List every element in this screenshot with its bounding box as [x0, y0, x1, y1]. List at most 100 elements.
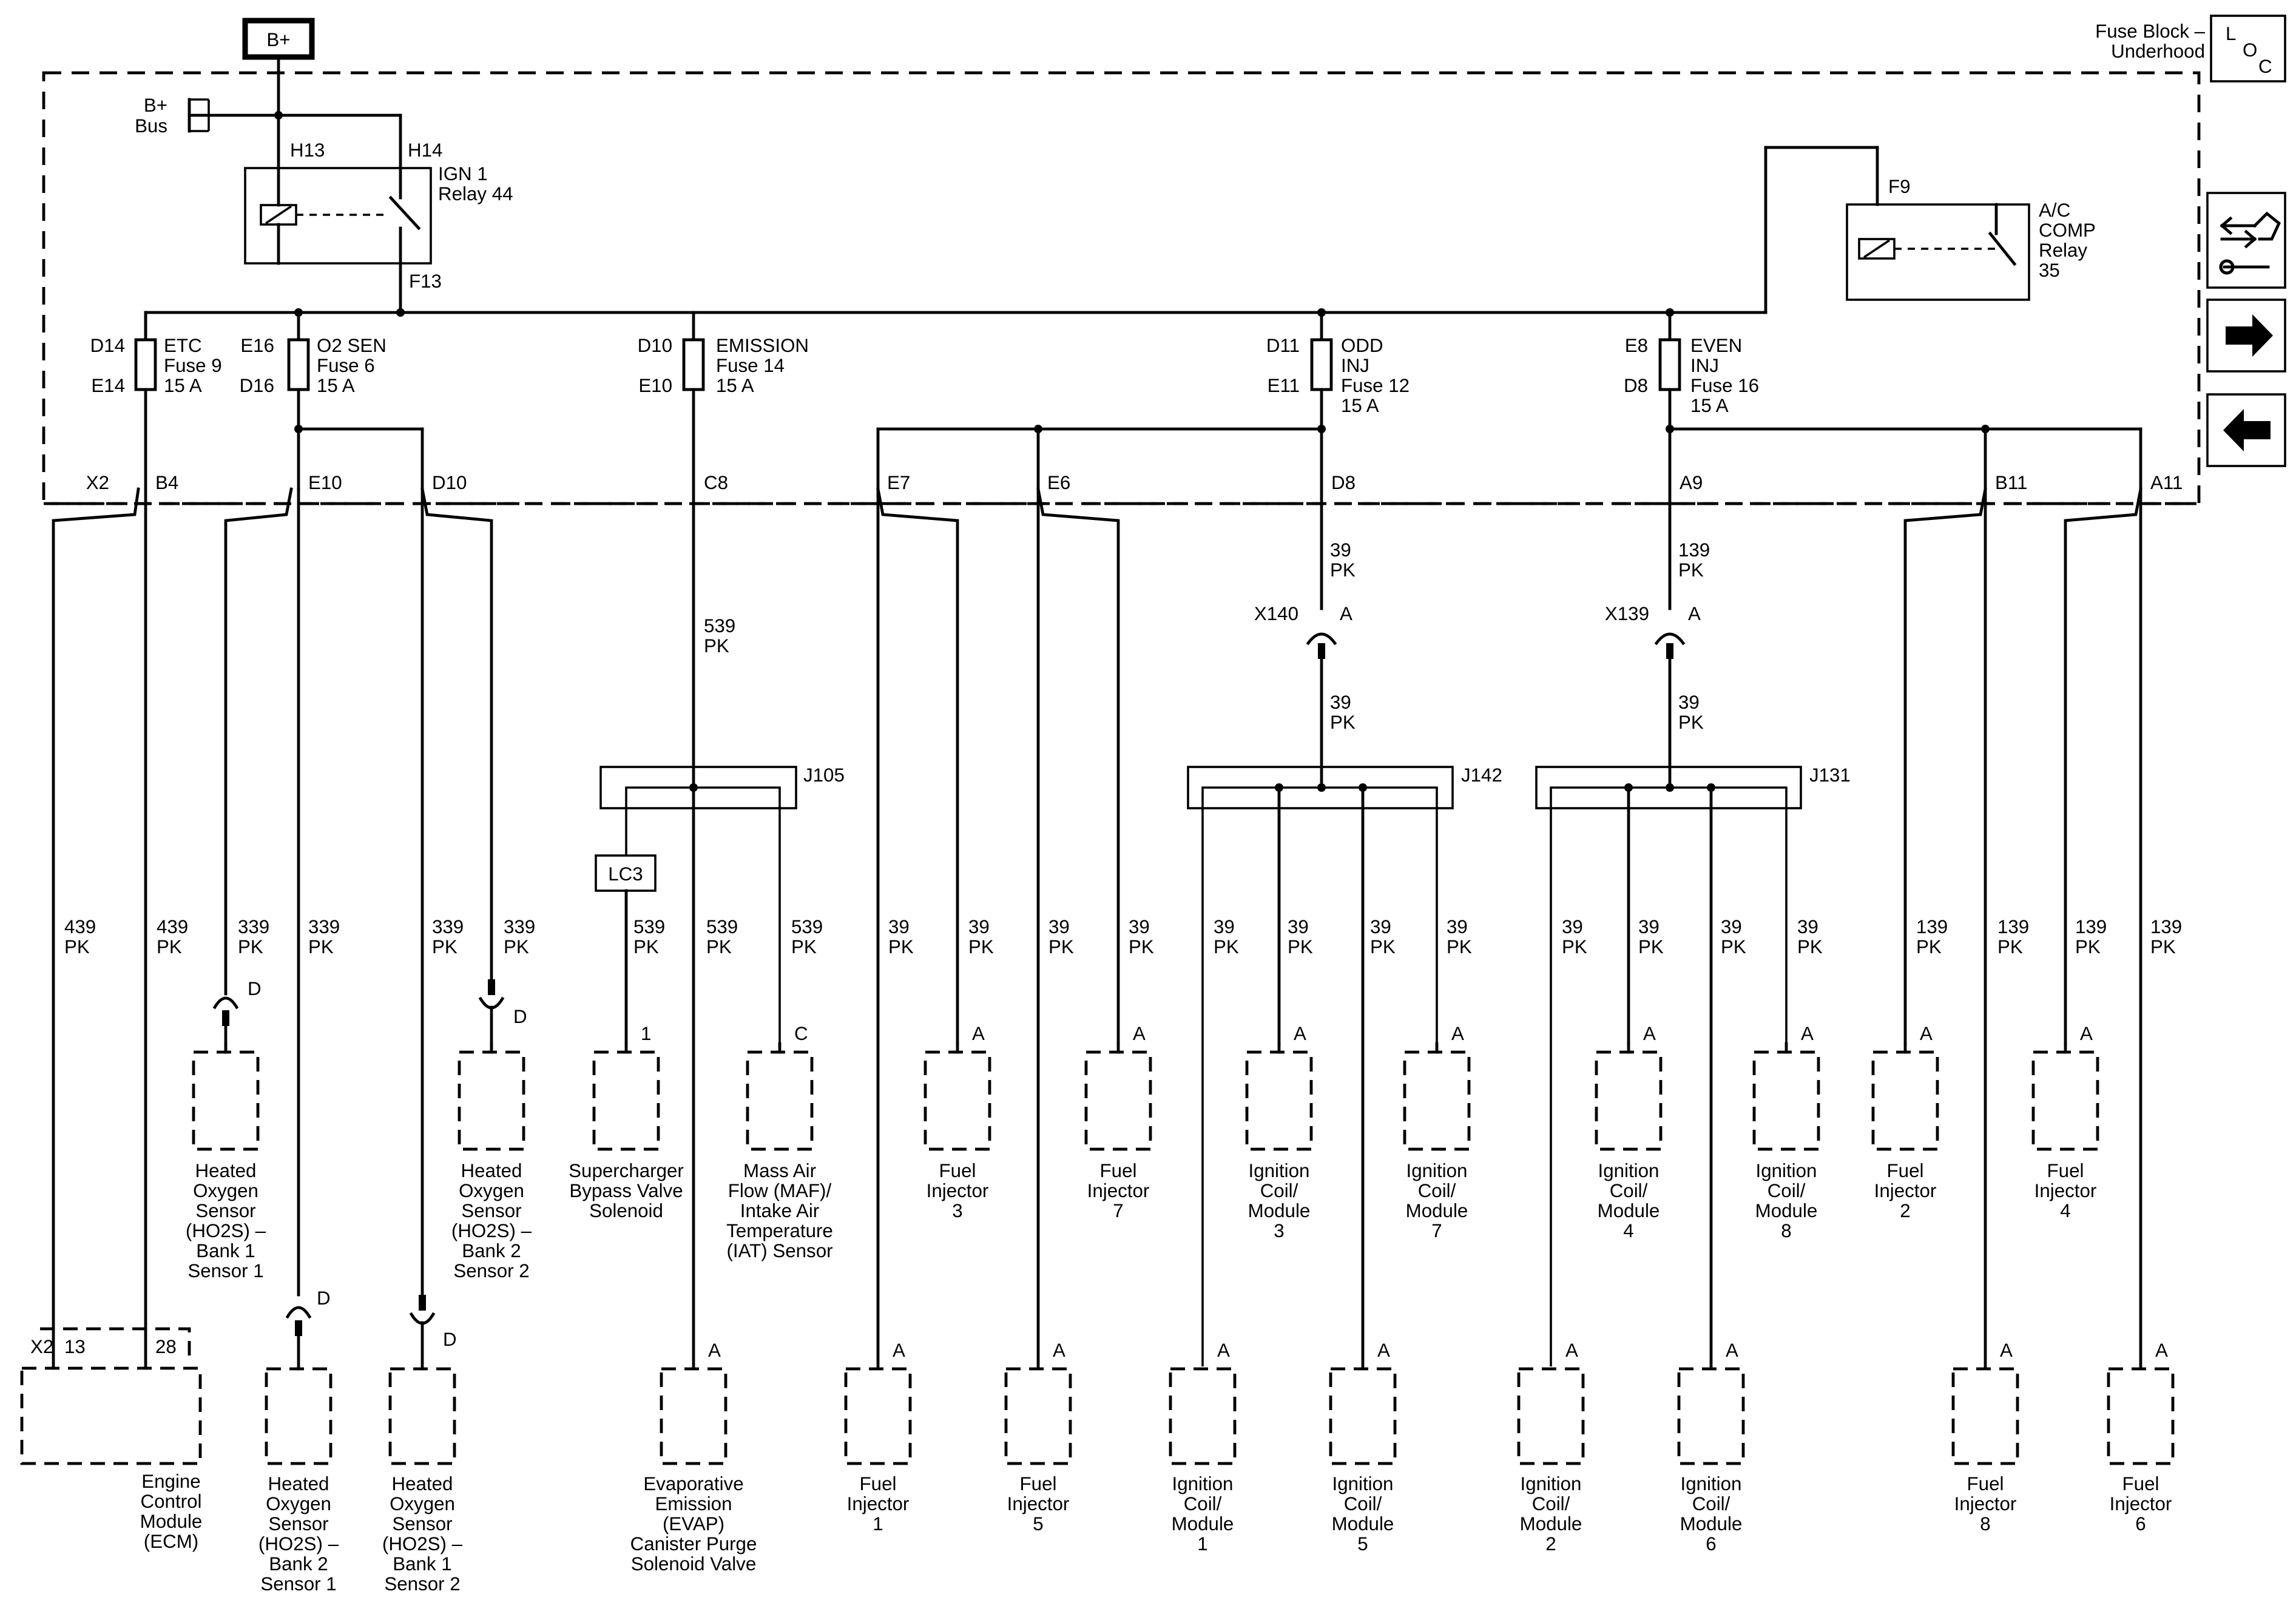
upper-component-label-2-0: Supercharger [569, 1160, 684, 1181]
upper-component-label-9-3: 8 [1781, 1220, 1791, 1241]
upper-component-label-10-0: Fuel [1887, 1160, 1924, 1181]
upper-component-label-9-2: Module [1755, 1200, 1818, 1221]
upper-component-label-11-1: Injector [2034, 1180, 2097, 1201]
lower-component-label-1-1: Oxygen [390, 1493, 455, 1514]
lower-component-label-2-2: (EVAP) [663, 1513, 724, 1534]
lower-component-box-8 [1677, 1367, 1745, 1465]
upper-component-label-3-3: Temperature [726, 1220, 833, 1241]
upper-component-label-8-2: Module [1598, 1200, 1660, 1221]
relay-pin-f13: F13 [409, 271, 442, 292]
upper-pin-3: C [794, 1023, 808, 1044]
upper-component-box-7 [1403, 1050, 1471, 1151]
arrow-right-icon[interactable] [2206, 299, 2286, 373]
lc3-box: LC3 [595, 854, 657, 892]
fuse-emission-pin-out: E10 [638, 375, 672, 396]
upper-pin-7: A [1451, 1023, 1464, 1044]
lower-component-box-0 [265, 1367, 333, 1465]
fuse-odd-pin-out: E11 [1268, 375, 1300, 396]
upper-component-label-11-0: Fuel [2047, 1160, 2084, 1181]
ac-relay-label-4: 35 [2039, 260, 2060, 281]
upper-component-label-8-3: 4 [1623, 1220, 1633, 1241]
lower-component-label-9-1: Injector [1954, 1493, 2017, 1514]
wire-color-17: PK [1562, 936, 1587, 957]
upper-pin-11: A [2080, 1023, 2093, 1044]
b-plus-source: B+ [242, 18, 315, 60]
x2-pin-b11: B11 [1995, 472, 2027, 493]
fuse-o2sen [287, 311, 310, 431]
upper-component-label-0-3: (HO2S) – [186, 1220, 266, 1241]
wire-color-23: PK [2075, 936, 2101, 957]
upper-component-box-6 [1245, 1050, 1313, 1151]
wire-gauge-23: 139 [2075, 916, 2107, 937]
splice-j105-label: J105 [803, 765, 845, 786]
even-branch [1666, 425, 2142, 610]
loc-l: L [2226, 23, 2236, 44]
lower-component-label-8-2: Module [1680, 1513, 1743, 1534]
lower-component-label-0-4: Bank 2 [269, 1553, 328, 1575]
upper-component-box-9 [1752, 1050, 1820, 1151]
upper-component-label-1-3: (HO2S) – [451, 1220, 532, 1241]
splice-j142-label: J142 [1461, 765, 1502, 786]
connector-d-ho2s-b1s2 [409, 1295, 436, 1371]
ecm-connector-label: X2 [30, 1336, 53, 1357]
upper-pin-8: A [1643, 1023, 1656, 1044]
upper-component-box-11 [2031, 1050, 2099, 1151]
relay-pin-h13: H13 [290, 140, 325, 161]
loc-icon[interactable]: L O C [2210, 15, 2286, 83]
fuse-etc-rating: 15 A [164, 375, 202, 396]
wire-gauge-22: 139 [1997, 916, 2029, 937]
lower-component-label-9-2: 8 [1980, 1513, 1990, 1534]
wire-a9b-color: PK [1678, 712, 1704, 733]
ac-relay-label-2: COMP [2039, 220, 2096, 241]
pin-d-3: D [317, 1288, 331, 1309]
lower-component-label-3-2: 1 [873, 1513, 883, 1534]
wire-gauge-16: 39 [1447, 916, 1468, 937]
lower-pin-3: A [893, 1340, 905, 1361]
lower-component-label-9-0: Fuel [1967, 1473, 2004, 1494]
lower-component-label-3-0: Fuel [860, 1473, 897, 1494]
x140-pin: A [1340, 603, 1352, 624]
wire-color-3: PK [308, 936, 334, 957]
lower-component-label-1-5: Sensor 2 [384, 1573, 460, 1595]
wire-gauge-14: 39 [1288, 916, 1309, 937]
fuse-o2sen-pin-in: E16 [240, 335, 274, 356]
wire-d8b-gauge: 39 [1330, 692, 1351, 713]
lower-pin-5: A [1217, 1340, 1230, 1361]
pin-d-4: D [443, 1329, 457, 1350]
x2-pin-c8: C8 [704, 472, 728, 493]
x2-connector-legs [52, 487, 2142, 1370]
lc3-label: LC3 [608, 863, 643, 885]
lower-component-label-0-2: Sensor [268, 1513, 328, 1534]
fuse-etc-pin-in: D14 [90, 335, 125, 356]
fuse-etc-name: ETC [164, 335, 202, 356]
lower-component-label-6-2: Module [1332, 1513, 1394, 1534]
upper-component-label-2-2: Solenoid [589, 1200, 663, 1221]
upper-component-label-1-1: Oxygen [459, 1180, 524, 1201]
o2-branch [294, 425, 424, 491]
lower-component-box-4 [1004, 1367, 1072, 1465]
wire-color-14: PK [1288, 936, 1313, 957]
x2-pin-b4: B4 [155, 472, 178, 493]
upper-component-box-4 [923, 1050, 991, 1151]
wire-gauge-4: 339 [432, 916, 464, 937]
fuse-etc-num: Fuse 9 [164, 355, 222, 376]
wire-gauge-7: 539 [706, 916, 738, 937]
x2-pin-e10: E10 [308, 472, 342, 493]
lower-pin-2: A [708, 1340, 721, 1361]
lower-component-label-10-0: Fuel [2122, 1473, 2159, 1494]
wire-color-4: PK [432, 936, 458, 957]
upper-component-label-0-2: Sensor [195, 1200, 255, 1221]
wire-color-15: PK [1370, 936, 1396, 957]
loc-o: O [2243, 39, 2257, 61]
lower-component-label-0-0: Heated [268, 1473, 329, 1494]
upper-pin-5: A [1133, 1023, 1146, 1044]
wire-gauge-11: 39 [1048, 916, 1070, 937]
fuse-even-num: Fuse 16 [1690, 375, 1759, 396]
x139-label: X139 [1605, 603, 1649, 624]
wiring-tools-icon[interactable] [2206, 192, 2286, 289]
arrow-left-icon[interactable] [2206, 393, 2286, 467]
connector-d-ho2s-b2s2 [478, 979, 505, 1054]
wire-color-6: PK [633, 936, 659, 957]
